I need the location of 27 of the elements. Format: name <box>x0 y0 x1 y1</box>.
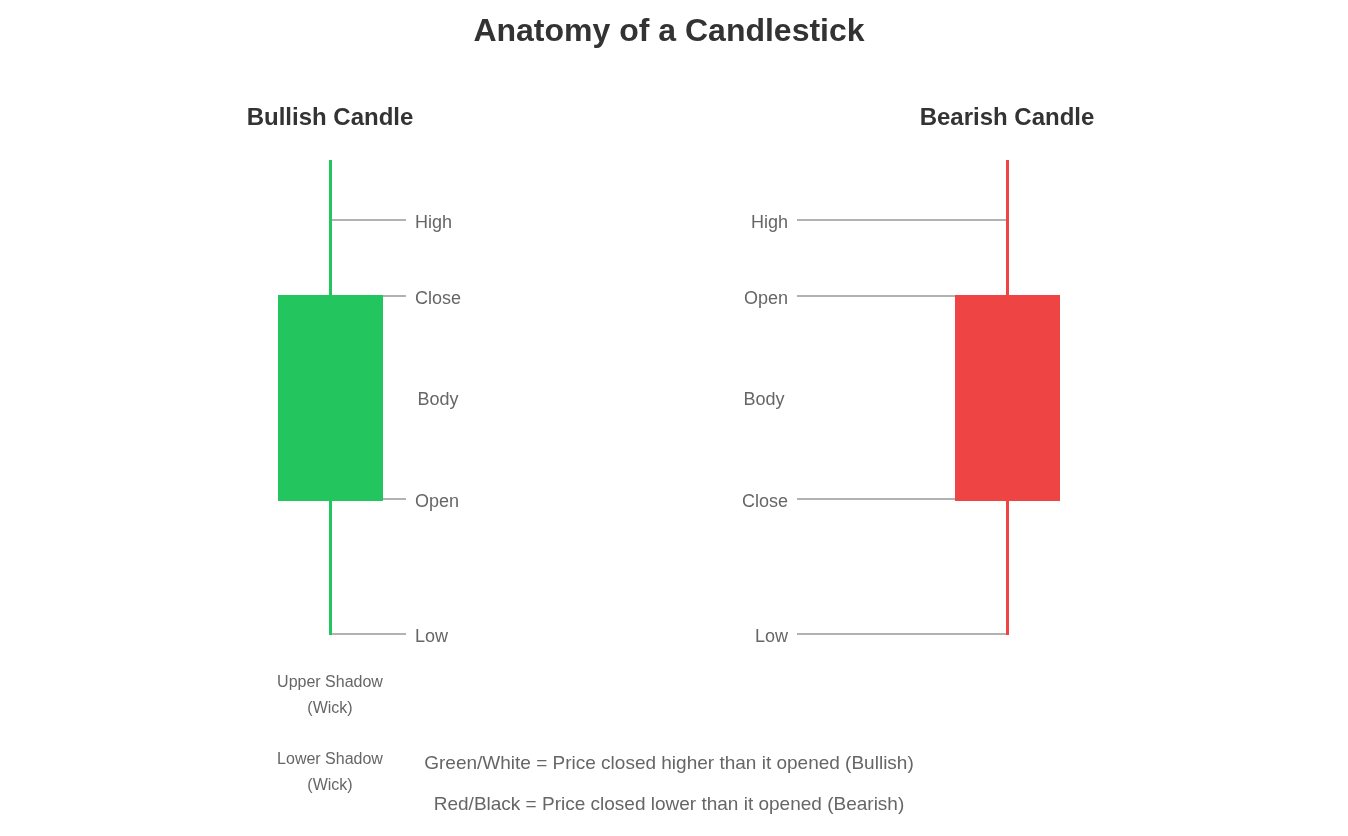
price-label: Open <box>406 491 460 513</box>
leader-line <box>796 633 1007 635</box>
legend-note: Green/White = Price closed higher than it opened (Bullish) <box>424 752 914 774</box>
leader-line <box>796 219 1007 221</box>
price-label: Close <box>406 288 462 310</box>
candle-body <box>278 295 383 501</box>
section-heading: Bullish Candle <box>246 103 414 131</box>
leader-line <box>796 498 956 500</box>
price-label: Open <box>743 288 797 310</box>
leader-line <box>331 633 407 635</box>
section-heading: Bearish Candle <box>919 103 1095 131</box>
price-label: Low <box>406 626 449 648</box>
leader-line <box>382 498 407 500</box>
candle-body <box>955 295 1060 501</box>
price-label: Low <box>754 626 797 648</box>
price-label: Close <box>741 491 797 513</box>
price-label: High <box>750 212 797 234</box>
leader-line <box>331 219 407 221</box>
leader-line <box>796 295 956 297</box>
leader-line <box>382 295 407 297</box>
legend-note: Red/Black = Price closed lower than it opened (Bearish) <box>433 793 905 815</box>
part-label: Body <box>743 389 785 410</box>
shadow-label: Upper Shadow (Wick) <box>276 672 384 718</box>
price-label: High <box>406 212 453 234</box>
diagram-title: Anatomy of a Candlestick <box>472 12 866 49</box>
part-label: Body <box>417 389 459 410</box>
shadow-label: Lower Shadow (Wick) <box>276 749 384 795</box>
